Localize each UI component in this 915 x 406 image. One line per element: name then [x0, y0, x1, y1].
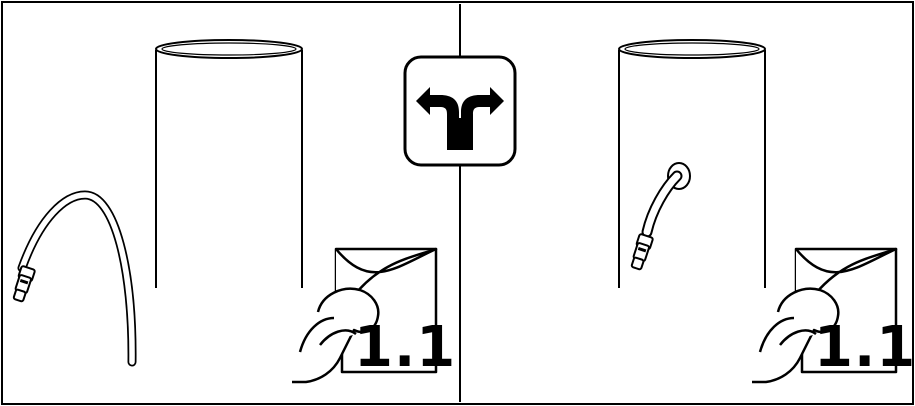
pipe-left	[155, 39, 303, 288]
alternative-path-arrows-icon	[403, 55, 517, 167]
cable-right	[641, 170, 683, 238]
cable-left	[17, 190, 137, 367]
right-panel: 1.1	[618, 39, 915, 384]
doc-reference-left: 1.1	[292, 247, 456, 384]
connector-plug-left	[12, 265, 36, 303]
doc-reference-right: 1.1	[752, 247, 915, 384]
connector-plug-right	[630, 233, 654, 271]
doc-ref-label-left: 1.1	[354, 315, 456, 380]
left-panel: 1.1	[12, 39, 456, 384]
pipe-right	[618, 39, 766, 288]
doc-ref-label-right: 1.1	[814, 315, 915, 380]
